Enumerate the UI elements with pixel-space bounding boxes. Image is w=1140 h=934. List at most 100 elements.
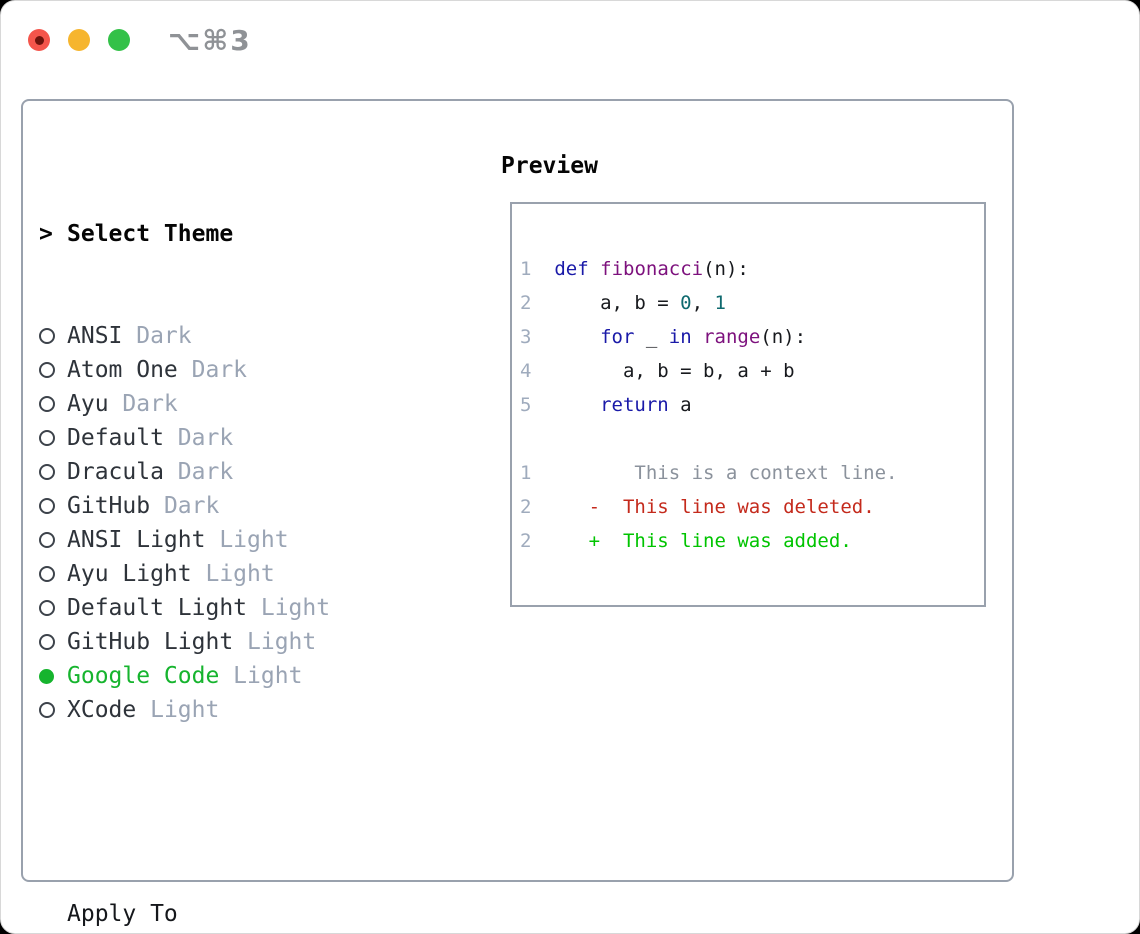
theme-option-default-light[interactable]: Default Light Light [39, 591, 427, 625]
code-token-lit: 1 [714, 292, 726, 314]
code-token-p: a [668, 394, 692, 416]
minimize-button[interactable] [68, 29, 90, 51]
radio-icon [39, 328, 55, 344]
code-token-p [531, 326, 600, 348]
code-token-p: (n): [760, 326, 807, 348]
radio-icon [39, 566, 55, 582]
theme-variant-label: Dark [163, 425, 234, 451]
radio-selected-icon [39, 668, 54, 684]
line-number: 2 [520, 496, 532, 518]
line-number: 1 [520, 462, 532, 484]
code-token-p [589, 258, 600, 280]
theme-option-label: GitHub Light [67, 629, 234, 655]
code-token-fn: fibonacci [600, 258, 704, 280]
titlebar: ⌥⌘3 [28, 24, 252, 57]
code-token-add: + This line was added. [588, 530, 852, 552]
code-line: 2 a, b = 0, 1 [520, 286, 984, 320]
radio-icon [39, 430, 55, 446]
code-token-p: a, b = b, a + b [531, 360, 795, 382]
theme-variant-label: Dark [177, 357, 248, 383]
theme-variant-label: Dark [108, 391, 178, 417]
theme-option-ansi[interactable]: ANSI Dark [39, 319, 427, 353]
code-line: 2 - This line was deleted. [520, 490, 984, 524]
code-token-p [531, 258, 554, 280]
theme-variant-label: Light [233, 629, 317, 655]
line-number: 5 [520, 394, 532, 416]
theme-option-label: Atom One [67, 357, 178, 383]
theme-option-github-light[interactable]: GitHub Light Light [39, 625, 427, 659]
apply-to-title: Apply To [67, 901, 178, 927]
line-number: 2 [520, 292, 532, 314]
code-token-p: (n): [703, 258, 749, 280]
code-token-kw: def [554, 258, 589, 280]
code-token-p [692, 326, 703, 348]
theme-option-label: Dracula [67, 459, 164, 485]
theme-option-label: Ayu Light [67, 561, 192, 587]
theme-option-dracula[interactable]: Dracula Dark [39, 455, 427, 489]
radio-icon [39, 532, 55, 548]
code-line: 3 for _ in range(n): [520, 320, 984, 354]
theme-option-label: Google Code [67, 663, 220, 689]
record-dot-icon [34, 35, 44, 45]
preview-title: Preview [501, 153, 598, 179]
radio-icon [39, 396, 55, 412]
theme-option-label: Ayu [67, 391, 109, 417]
apply-to-header: Apply To [39, 897, 427, 931]
radio-icon [39, 464, 55, 480]
line-number: 2 [520, 530, 532, 552]
code-line: 1 def fibonacci(n): [520, 252, 984, 286]
theme-option-ayu-light[interactable]: Ayu Light Light [39, 557, 427, 591]
theme-option-xcode[interactable]: XCode Light [39, 693, 427, 727]
window-title: ⌥⌘3 [168, 23, 252, 57]
zoom-button[interactable] [108, 29, 130, 51]
select-theme-title: Select Theme [67, 221, 234, 247]
close-button[interactable] [28, 29, 50, 51]
theme-option-label: Default [67, 425, 164, 451]
theme-variant-label: Dark [150, 493, 220, 519]
code-token-p [531, 394, 600, 416]
code-token-kw: return [600, 394, 669, 416]
code-token-kw: for [600, 326, 635, 348]
theme-variant-label: Light [136, 697, 220, 723]
theme-option-ayu[interactable]: Ayu Dark [39, 387, 427, 421]
line-number: 3 [520, 326, 532, 348]
code-line: 4 a, b = b, a + b [520, 354, 984, 388]
code-token-p [531, 530, 588, 552]
line-number: 1 [520, 258, 532, 280]
theme-option-github[interactable]: GitHub Dark [39, 489, 427, 523]
theme-option-label: Default Light [67, 595, 248, 621]
code-token-del: - This line was deleted. [588, 496, 875, 518]
spacer-row [39, 795, 427, 829]
theme-variant-label: Light [191, 561, 275, 587]
theme-option-ansi-light[interactable]: ANSI Light Light [39, 523, 427, 557]
select-theme-header: > Select Theme [39, 217, 427, 251]
code-token-p: _ [634, 326, 669, 348]
code-token-lit: 0 [680, 292, 692, 314]
radio-icon [39, 634, 55, 650]
theme-variant-label: Light [247, 595, 331, 621]
radio-icon [39, 600, 55, 616]
pointer-icon: > [39, 221, 53, 247]
radio-icon [39, 702, 55, 718]
theme-variant-label: Dark [163, 459, 234, 485]
code-line [520, 422, 984, 456]
theme-option-label: GitHub [67, 493, 151, 519]
code-token-p [531, 496, 588, 518]
theme-option-atom-one[interactable]: Atom One Dark [39, 353, 427, 387]
theme-variant-label: Dark [122, 323, 192, 349]
line-number: 4 [520, 360, 532, 382]
radio-icon [39, 498, 55, 514]
theme-option-google-code[interactable]: Google Code Light [39, 659, 427, 693]
radio-icon [39, 362, 55, 378]
code-token-p: , [691, 292, 715, 314]
code-token-fn: range [703, 326, 761, 348]
code-line: 5 return a [520, 388, 984, 422]
theme-option-label: XCode [67, 697, 137, 723]
theme-option-default[interactable]: Default Dark [39, 421, 427, 455]
theme-variant-label: Light [205, 527, 289, 553]
